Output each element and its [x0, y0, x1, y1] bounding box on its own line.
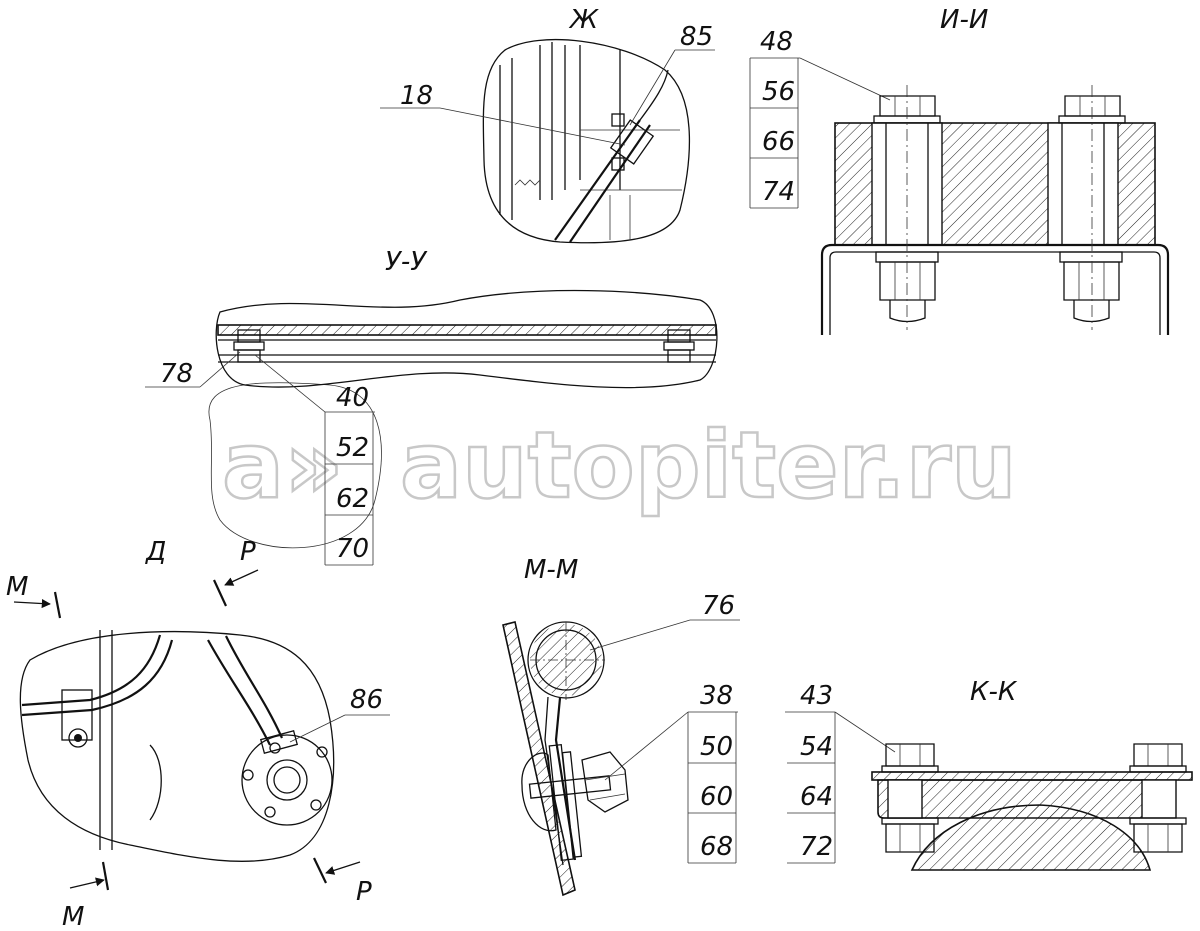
callout-70: 70 [336, 534, 369, 564]
section-mark-m-bottom: М [62, 861, 110, 931]
uu-callout-table: 40 52 62 70 [254, 354, 375, 566]
callout-72: 72 [800, 832, 833, 862]
zh-callout-18: 18 [380, 81, 626, 146]
svg-text:М: М [6, 572, 28, 602]
view-uu: У-У 78 40 52 [145, 247, 718, 566]
callout-48: 48 [760, 27, 793, 57]
d-structure [21, 630, 333, 850]
d-callout-86: 86 [289, 685, 390, 743]
callout-40: 40 [336, 383, 369, 413]
mm-callout-76: 76 [589, 591, 740, 651]
callout-56: 56 [762, 77, 795, 107]
callout-18: 18 [400, 81, 433, 111]
mm-callout-table: 38 50 60 68 [604, 681, 738, 864]
svg-text:М: М [62, 902, 84, 931]
view-d-title: Д [145, 537, 166, 567]
view-kk: К-К 43 54 64 72 [785, 677, 1193, 871]
ii-section [820, 85, 1170, 335]
callout-38: 38 [700, 681, 733, 711]
callout-50: 50 [700, 732, 733, 762]
callout-85: 85 [680, 22, 713, 52]
zh-callout-85: 85 [629, 22, 715, 126]
watermark-text: autopiter.ru [400, 412, 1017, 519]
callout-68: 68 [700, 832, 733, 862]
svg-text:Р: Р [356, 877, 372, 907]
callout-52: 52 [336, 433, 369, 463]
callout-64: 64 [800, 782, 833, 812]
section-mark-p-top: Р [213, 537, 259, 607]
view-mm-title: М-М [524, 555, 578, 585]
callout-62: 62 [336, 484, 369, 514]
svg-text:Р: Р [240, 537, 256, 567]
ii-callout-table: 48 56 66 74 [749, 27, 891, 209]
uu-bolt-left [233, 329, 265, 363]
callout-76: 76 [702, 591, 735, 621]
section-mark-p-bottom: Р [313, 857, 372, 907]
view-zh-title: Ж [568, 5, 599, 35]
callout-74: 74 [762, 177, 795, 207]
uu-callout-78: 78 [145, 351, 241, 389]
view-d: Д М Р [6, 537, 390, 931]
mm-section [502, 621, 629, 897]
callout-54: 54 [800, 732, 833, 762]
callout-60: 60 [700, 782, 733, 812]
kk-callout-table: 43 54 64 72 [785, 681, 896, 864]
view-ii-title: И-И [940, 5, 988, 35]
watermark-logo: a» [222, 412, 344, 519]
watermark: a» autopiter.ru [208, 382, 1018, 549]
section-mark-m-top: М [6, 572, 62, 619]
callout-78: 78 [160, 359, 193, 389]
view-ii: И-И 48 56 66 74 [749, 5, 1170, 335]
view-zh: Ж 85 [380, 5, 715, 244]
view-kk-title: К-К [970, 677, 1018, 707]
view-uu-title: У-У [385, 247, 428, 277]
callout-43: 43 [800, 681, 833, 711]
kk-section [871, 743, 1193, 871]
callout-66: 66 [762, 127, 795, 157]
callout-86: 86 [350, 685, 383, 715]
zh-structure [499, 42, 682, 243]
uu-bolt-right [663, 329, 695, 363]
view-mm: М-М 76 [502, 555, 740, 897]
